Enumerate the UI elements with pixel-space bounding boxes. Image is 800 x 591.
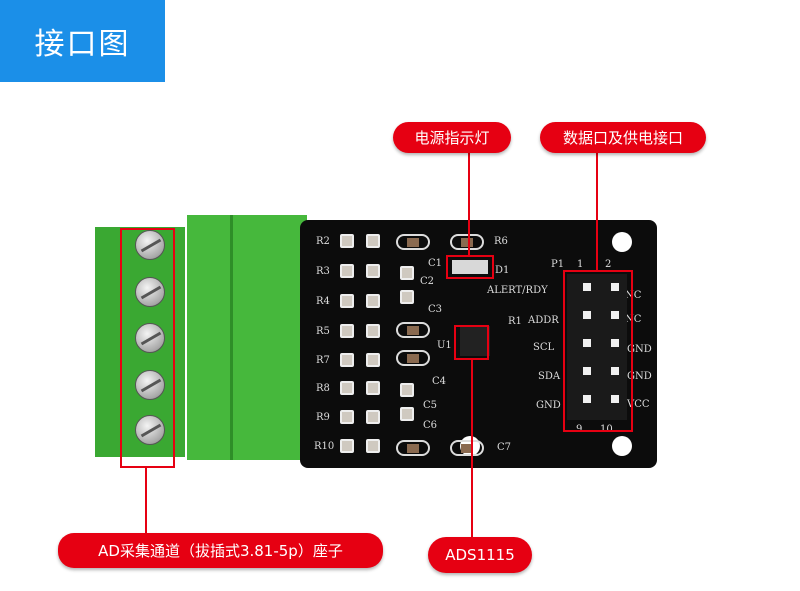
silk-r2: R2 bbox=[316, 236, 330, 247]
silk-pin9: 9 bbox=[576, 424, 583, 435]
silk-pin2: 2 bbox=[605, 259, 612, 270]
power-led-highlight bbox=[446, 255, 494, 279]
silk-c2: C2 bbox=[420, 276, 435, 287]
silk-c7: C7 bbox=[497, 442, 512, 453]
silk-sda: SDA bbox=[538, 371, 561, 382]
callout-power-led: 电源指示灯 bbox=[393, 122, 511, 153]
power-led bbox=[452, 260, 488, 274]
silk-p1: P1 bbox=[551, 259, 565, 270]
silk-addr: ADDR bbox=[528, 315, 559, 326]
silk-pin10: 10 bbox=[600, 424, 613, 435]
silk-alert: ALERT/RDY bbox=[487, 285, 548, 296]
silk-scl: SCL bbox=[533, 342, 555, 353]
silk-d1: D1 bbox=[495, 265, 510, 276]
silk-r4: R4 bbox=[316, 296, 330, 307]
callout-chip: ADS1115 bbox=[428, 537, 532, 573]
silk-c4: C4 bbox=[432, 376, 447, 387]
silk-c1: C1 bbox=[428, 258, 443, 269]
silk-gnd-left: GND bbox=[536, 400, 561, 411]
terminal-block bbox=[95, 215, 307, 460]
silk-c6: C6 bbox=[423, 420, 438, 431]
silk-r8: R8 bbox=[316, 383, 330, 394]
silk-c5: C5 bbox=[423, 400, 438, 411]
ads1115-chip bbox=[460, 326, 490, 356]
silk-pin1: 1 bbox=[577, 259, 584, 270]
silk-r5: R5 bbox=[316, 326, 330, 337]
chip-highlight bbox=[454, 325, 489, 360]
silk-r1: R1 bbox=[508, 316, 522, 327]
silk-u1: U1 bbox=[437, 340, 452, 351]
silk-r6: R6 bbox=[494, 236, 508, 247]
callout-data-port: 数据口及供电接口 bbox=[540, 122, 706, 153]
silk-r9: R9 bbox=[316, 412, 330, 423]
data-port-highlight bbox=[563, 270, 633, 432]
silk-vcc: VCC bbox=[627, 399, 650, 410]
silk-r3: R3 bbox=[316, 266, 330, 277]
silk-r7: R7 bbox=[316, 355, 330, 366]
pin-header bbox=[567, 274, 627, 420]
callout-ad-connector: AD采集通道（拔插式3.81-5p）座子 bbox=[58, 533, 383, 568]
silk-r10: R10 bbox=[314, 441, 335, 452]
page-title: 接口图 bbox=[0, 0, 165, 82]
silk-gnd1: GND bbox=[627, 344, 652, 355]
ad-connector-highlight bbox=[120, 228, 175, 468]
silk-nc2: NC bbox=[625, 314, 642, 325]
silk-c3: C3 bbox=[428, 304, 443, 315]
silk-nc1: NC bbox=[625, 290, 642, 301]
silk-gnd2: GND bbox=[627, 371, 652, 382]
